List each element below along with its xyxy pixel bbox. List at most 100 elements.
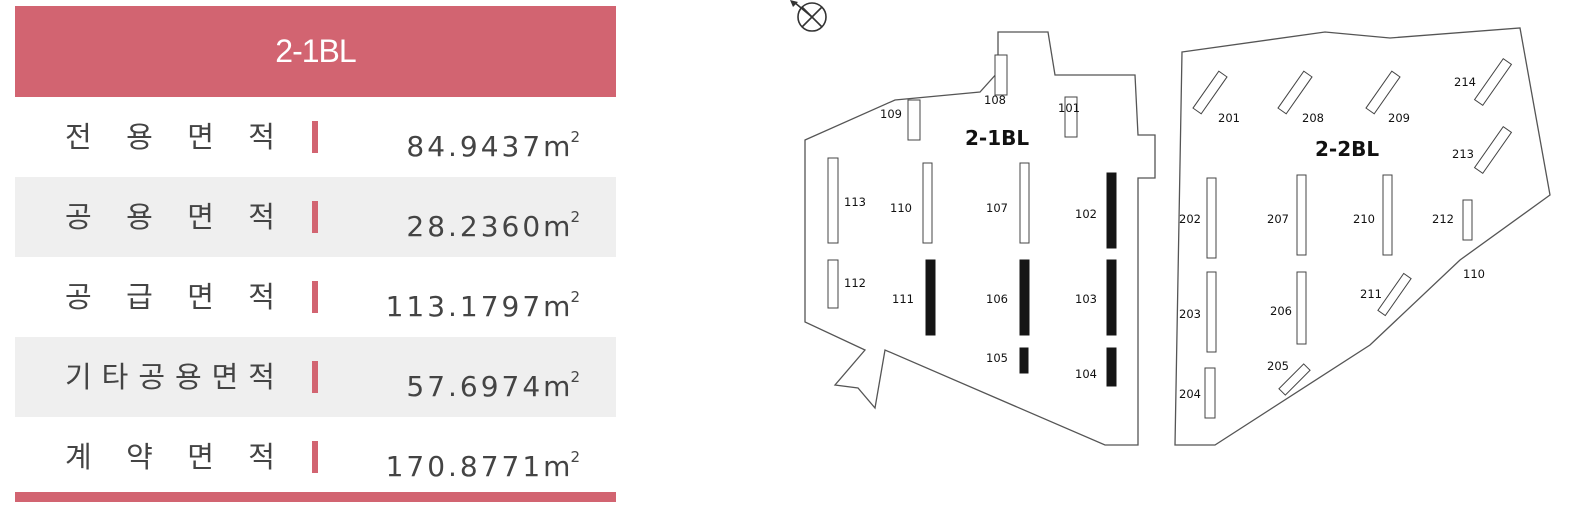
area-value-unit-superscript: 2 bbox=[570, 128, 580, 146]
building-label-203: 203 bbox=[1179, 307, 1201, 321]
area-value-number: 84.9437 bbox=[406, 130, 544, 163]
area-row-label-char: 용 bbox=[174, 360, 202, 394]
building-label-102: 102 bbox=[1075, 207, 1097, 221]
area-row-divider bbox=[312, 361, 318, 393]
building-footprint-204 bbox=[1204, 367, 1216, 419]
building-label-204: 204 bbox=[1179, 387, 1201, 401]
area-row-label-char: 타 bbox=[101, 360, 129, 394]
block-outline-2-2bl bbox=[1174, 27, 1551, 446]
area-row-label-char: 공 bbox=[65, 200, 92, 234]
area-row-label-char: 공 bbox=[65, 280, 92, 314]
block-label-2-1bl: 2-1BL bbox=[965, 126, 1029, 150]
building-footprint-110 bbox=[922, 162, 933, 244]
building-label-201: 201 bbox=[1218, 111, 1240, 125]
building-label-103: 103 bbox=[1075, 292, 1097, 306]
building-footprint-205 bbox=[1278, 363, 1311, 396]
area-row-label-char: 면 bbox=[187, 280, 214, 314]
area-row-value: 57.6974m2 bbox=[406, 337, 580, 427]
area-row-label-char: 적 bbox=[248, 360, 275, 394]
building-footprint-104 bbox=[1106, 347, 1117, 387]
building-label-211: 211 bbox=[1360, 287, 1382, 301]
area-row-label-char: 공 bbox=[138, 360, 165, 394]
area-value-unit: m bbox=[543, 370, 574, 403]
area-row-label-char: 용 bbox=[126, 200, 153, 234]
building-footprint-203 bbox=[1206, 271, 1217, 353]
building-label-106: 106 bbox=[986, 292, 1008, 306]
area-row-label-char: 적 bbox=[248, 200, 275, 234]
area-value-number: 113.1797 bbox=[385, 290, 544, 323]
area-row-label-char: 약 bbox=[126, 440, 153, 474]
building-footprint-212 bbox=[1462, 199, 1473, 241]
block-outline-2-1bl bbox=[804, 31, 1156, 446]
area-row-divider bbox=[312, 121, 318, 153]
building-footprint-108 bbox=[994, 54, 1008, 96]
building-footprint-113 bbox=[827, 157, 839, 244]
building-label-112: 112 bbox=[844, 276, 866, 290]
building-footprint-102 bbox=[1106, 172, 1117, 249]
building-footprint-214 bbox=[1473, 57, 1513, 107]
building-footprint-202 bbox=[1206, 177, 1217, 259]
table-footer-bar bbox=[15, 492, 616, 502]
building-label-213: 213 bbox=[1452, 147, 1474, 161]
area-row-divider bbox=[312, 441, 318, 473]
building-footprint-111 bbox=[925, 259, 936, 336]
area-value-unit-superscript: 2 bbox=[570, 448, 580, 466]
building-footprint-112 bbox=[827, 259, 839, 309]
building-label-111: 111 bbox=[892, 292, 914, 306]
building-label-113: 113 bbox=[844, 195, 866, 209]
area-row-value: 113.1797m2 bbox=[386, 257, 580, 347]
area-row-label-char: 면 bbox=[187, 200, 214, 234]
building-label-210: 210 bbox=[1353, 212, 1375, 226]
area-row-label-char: 용 bbox=[126, 120, 153, 154]
building-footprint-106 bbox=[1019, 259, 1030, 336]
building-label-110: 110 bbox=[890, 201, 912, 215]
area-row-divider bbox=[312, 201, 318, 233]
area-value-number: 57.6974 bbox=[406, 370, 544, 403]
building-label-205: 205 bbox=[1267, 359, 1289, 373]
building-label-109: 109 bbox=[880, 107, 902, 121]
area-row-value: 170.8771m2 bbox=[386, 417, 580, 507]
building-footprint-209 bbox=[1365, 70, 1401, 115]
building-footprint-213 bbox=[1473, 125, 1513, 175]
area-row-label-char: 적 bbox=[248, 280, 275, 314]
building-label-107: 107 bbox=[986, 201, 1008, 215]
building-label-108: 108 bbox=[984, 93, 1006, 107]
building-footprint-103 bbox=[1106, 259, 1117, 336]
building-label-208: 208 bbox=[1302, 111, 1324, 125]
building-label-214: 214 bbox=[1454, 75, 1476, 89]
area-value-unit: m bbox=[543, 450, 574, 483]
building-labels-layer: 1011021031041051061071081091101111121132… bbox=[844, 75, 1485, 401]
building-label-202: 202 bbox=[1179, 212, 1201, 226]
site-plan: 1011021031041051061071081091101111121132… bbox=[790, 0, 1551, 446]
area-value-unit-superscript: 2 bbox=[570, 288, 580, 306]
building-label-212: 212 bbox=[1432, 212, 1454, 226]
area-row-value: 84.9437m2 bbox=[406, 97, 580, 187]
building-footprint-206 bbox=[1296, 271, 1307, 345]
area-value-unit: m bbox=[543, 290, 574, 323]
building-footprint-201 bbox=[1192, 70, 1228, 115]
area-row-label-char: 기 bbox=[65, 360, 92, 394]
building-label-207: 207 bbox=[1267, 212, 1289, 226]
area-row-label-char: 적 bbox=[248, 120, 275, 154]
area-row-value: 28.2360m2 bbox=[406, 177, 580, 267]
area-row-label-char: 면 bbox=[187, 440, 214, 474]
building-label-101: 101 bbox=[1058, 101, 1080, 115]
building-footprint-109 bbox=[907, 99, 921, 141]
building-footprint-210 bbox=[1382, 174, 1393, 256]
area-row-label-char: 적 bbox=[248, 440, 275, 474]
building-label-209: 209 bbox=[1388, 111, 1410, 125]
area-row-label-char: 전 bbox=[65, 120, 92, 154]
buildings-layer bbox=[827, 54, 1513, 419]
building-label-104: 104 bbox=[1075, 367, 1097, 381]
area-row-divider bbox=[312, 281, 318, 313]
area-value-number: 28.2360 bbox=[406, 210, 544, 243]
